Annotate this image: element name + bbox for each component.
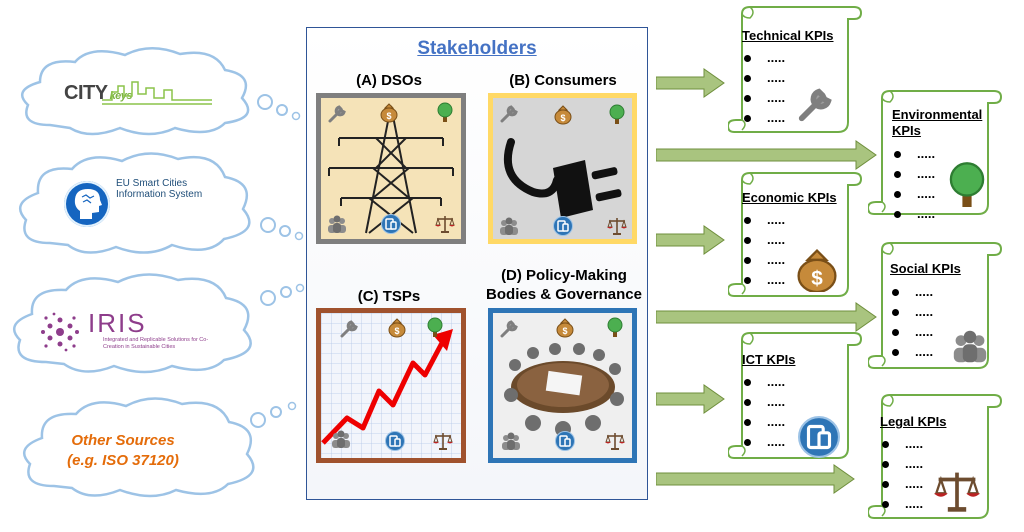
legal-kpi-scroll	[868, 394, 1003, 519]
tsps-panel	[316, 308, 466, 463]
environmental-kpi-title-line2: KPIs	[892, 123, 921, 138]
source-cloud-iris	[12, 273, 305, 374]
list-item: .....	[744, 232, 785, 252]
consumers-panel	[488, 93, 637, 244]
iris-name: IRIS	[88, 308, 147, 338]
policy-panel	[488, 308, 637, 463]
ict-kpi-title: ICT KPIs	[742, 352, 796, 367]
legal-kpi-list: ..... ..... ..... .....	[882, 436, 923, 516]
iris-logo-icon	[41, 312, 79, 352]
technical-kpi-list: ..... ..... ..... .....	[744, 50, 785, 130]
environmental-kpi-title: Environmental KPIs	[892, 107, 982, 139]
tsps-label: (C) TSPs	[357, 288, 421, 305]
other-sources-line2: (e.g. ISO 37120)	[67, 452, 179, 469]
ict-devices-icon	[798, 416, 840, 458]
rising-chart-image	[321, 313, 461, 458]
list-item: .....	[744, 252, 785, 272]
list-item: .....	[744, 414, 785, 434]
list-item: .....	[882, 436, 923, 456]
list-item: .....	[892, 284, 933, 304]
source-cloud-eu-scis	[18, 152, 304, 254]
other-sources-line1: Other Sources	[71, 432, 175, 449]
other-sources-label: Other Sources (e.g. ISO 37120)	[58, 431, 188, 471]
legal-kpi-title: Legal KPIs	[880, 414, 947, 429]
source-cloud-other	[22, 397, 297, 498]
economic-kpi-title: Economic KPIs	[742, 190, 837, 205]
list-item: .....	[744, 394, 785, 414]
list-item: .....	[892, 324, 933, 344]
list-item: .....	[744, 374, 785, 394]
citykeys-suffix: keys	[109, 90, 133, 102]
list-item: .....	[894, 146, 935, 166]
list-item: .....	[882, 456, 923, 476]
source-cloud-citykeys	[20, 47, 301, 136]
plug-image	[493, 98, 632, 239]
policy-label: (D) Policy-Making Bodies & Governance	[480, 266, 648, 304]
money-bag-icon	[797, 249, 837, 292]
environmental-kpi-list: ..... ..... ..... .....	[894, 146, 935, 226]
people-icon	[953, 330, 987, 363]
economic-kpi-list: ..... ..... ..... .....	[744, 212, 785, 292]
list-item: .....	[744, 434, 785, 454]
policy-label-line2: Bodies & Governance	[486, 286, 642, 303]
environmental-kpi-title-line1: Environmental	[892, 107, 983, 122]
social-kpi-list: ..... ..... ..... .....	[892, 284, 933, 364]
dsos-label: (A) DSOs	[356, 72, 422, 89]
list-item: .....	[744, 110, 785, 130]
iris-subtitle: Integrated and Replicable Solutions for …	[103, 337, 209, 350]
list-item: .....	[894, 186, 935, 206]
dsos-panel	[316, 93, 466, 244]
citykeys-skyline-icon	[102, 81, 212, 105]
wrench-icon	[792, 86, 838, 124]
tree-icon	[949, 162, 985, 208]
list-item: .....	[894, 166, 935, 186]
arrow-to-environmental	[656, 140, 877, 170]
list-item: .....	[892, 304, 933, 324]
list-item: .....	[744, 50, 785, 70]
scales-icon	[932, 470, 982, 514]
eu-scis-head-silhouette-icon	[74, 189, 102, 219]
list-item: .....	[744, 272, 785, 292]
stakeholders-title: Stakeholders	[417, 38, 537, 59]
list-item: .....	[894, 206, 935, 226]
list-item: .....	[882, 476, 923, 496]
list-item: .....	[892, 344, 933, 364]
list-item: .....	[744, 70, 785, 90]
list-item: .....	[882, 496, 923, 516]
consumers-label: (B) Consumers	[509, 72, 617, 89]
eu-scis-label: EU Smart Cities Information System	[116, 178, 203, 200]
list-item: .....	[744, 90, 785, 110]
policy-label-line1: (D) Policy-Making	[501, 267, 627, 284]
citykeys-brand: CITY	[64, 82, 108, 104]
ict-kpi-list: ..... ..... ..... .....	[744, 374, 785, 454]
list-item: .....	[744, 212, 785, 232]
arrow-to-economic	[656, 225, 725, 255]
technical-kpi-title: Technical KPIs	[742, 28, 834, 43]
arrow-to-technical	[656, 68, 725, 98]
social-kpi-title: Social KPIs	[890, 261, 961, 276]
arrow-to-legal	[656, 464, 855, 494]
arrow-to-ict	[656, 384, 725, 414]
power-tower-image	[321, 98, 461, 239]
meeting-table-image	[493, 313, 632, 458]
arrow-to-social	[656, 302, 877, 332]
